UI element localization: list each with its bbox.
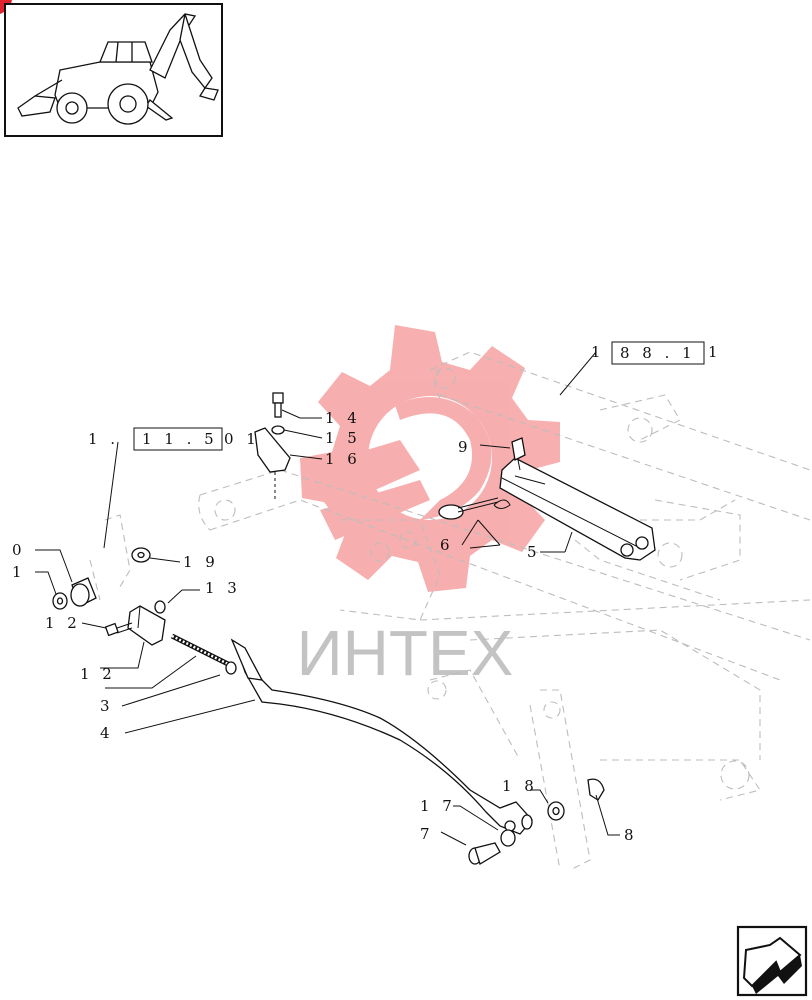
callout-13: 1 3 xyxy=(205,579,241,597)
svg-text:1: 1 xyxy=(708,343,722,361)
callout-6: 6 xyxy=(440,536,454,554)
callout-15: 1 5 xyxy=(325,429,361,447)
callout-9: 9 xyxy=(458,438,472,456)
svg-text:0 1: 0 1 xyxy=(224,430,260,448)
svg-text:1: 1 xyxy=(591,343,605,361)
callout-labels: 0 1 1 2 1 2 3 4 5 6 7 8 9 1 3 1 4 1 5 1 … xyxy=(12,409,638,844)
callout-12a: 1 2 xyxy=(45,614,81,632)
watermark-gear xyxy=(300,325,560,592)
callout-16: 1 6 xyxy=(325,450,361,468)
callout-1: 1 xyxy=(12,563,26,581)
callout-4: 4 xyxy=(100,724,114,742)
part-12-bolt[interactable] xyxy=(104,622,133,637)
reference-188-11[interactable]: 1 8 8 . 1 1 xyxy=(591,341,722,365)
part-5-arm[interactable] xyxy=(499,457,656,561)
part-9-knob[interactable] xyxy=(511,437,526,471)
callout-19: 1 9 xyxy=(183,553,219,571)
part-0-bushing[interactable] xyxy=(70,577,97,607)
part-15-washer[interactable] xyxy=(271,425,285,435)
svg-text:1 .: 1 . xyxy=(88,430,119,448)
ghost-frame-structure xyxy=(89,351,811,871)
callout-12b: 1 2 xyxy=(80,665,116,683)
callout-7: 7 xyxy=(420,825,434,843)
callout-3: 3 xyxy=(100,697,114,715)
callout-17: 1 7 xyxy=(420,797,456,815)
part-6-pin[interactable] xyxy=(438,497,511,520)
watermark-text: ИНТЕХ xyxy=(297,617,514,689)
callout-5: 5 xyxy=(527,543,541,561)
part-13-ring[interactable] xyxy=(154,600,166,614)
part-14-bolt[interactable] xyxy=(272,392,284,418)
reference-115-01[interactable]: 1 . 1 1 . 5 0 1 xyxy=(88,427,260,451)
backhoe-loader-thumbnail[interactable] xyxy=(4,3,223,137)
callout-0: 0 xyxy=(12,541,26,559)
svg-text:1 1 . 5: 1 1 . 5 xyxy=(142,430,218,448)
next-page-arrow-icon[interactable] xyxy=(736,925,808,997)
part-3-washer[interactable] xyxy=(225,661,237,675)
part-17-washer[interactable] xyxy=(500,829,516,847)
callout-8: 8 xyxy=(624,826,638,844)
part-16-bracket[interactable] xyxy=(254,427,291,500)
part-2-clevis[interactable] xyxy=(127,605,166,646)
leader-lines xyxy=(35,351,620,846)
part-4-control-rod[interactable] xyxy=(230,638,533,835)
part-7-pin[interactable] xyxy=(468,842,501,865)
svg-text:8 8 . 1: 8 8 . 1 xyxy=(620,344,696,362)
part-3-threaded-rod[interactable] xyxy=(170,633,230,667)
callout-18: 1 8 xyxy=(502,777,538,795)
part-8-clip[interactable] xyxy=(587,778,605,801)
callout-14: 1 4 xyxy=(325,409,361,427)
